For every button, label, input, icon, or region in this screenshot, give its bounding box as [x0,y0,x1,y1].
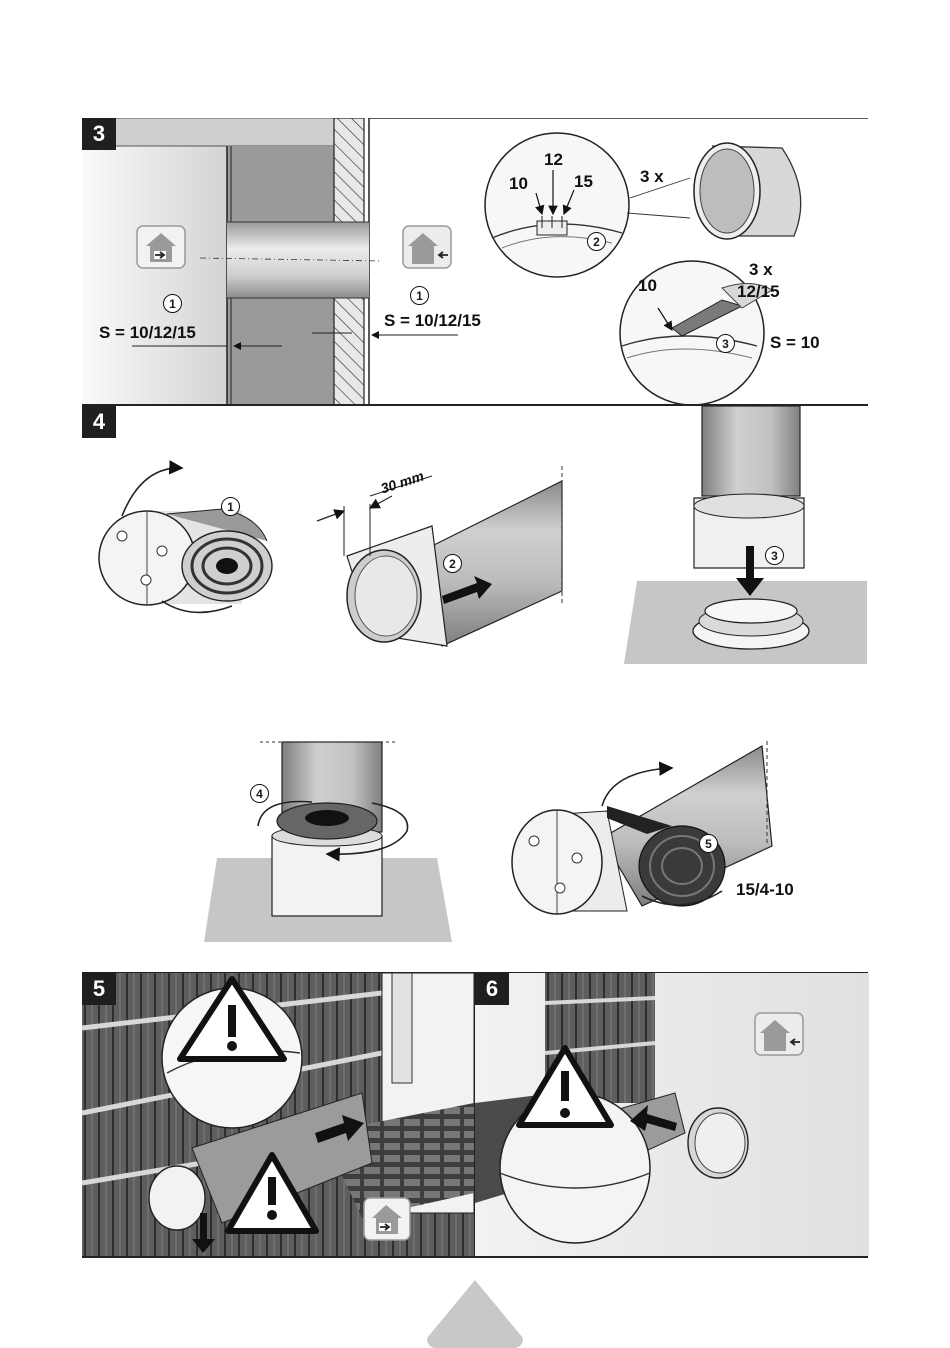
step-4-num-5: 5 [699,834,718,853]
step-5-panel: 5 [82,973,474,1256]
step-4-num-4: 4 [250,784,269,803]
step-3-num-1-left: 1 [163,294,182,313]
step-4-num-1: 1 [221,497,240,516]
step-6-badge: 6 [475,973,509,1005]
ring-times: 3 x [640,167,664,187]
step-4-illustration [82,406,868,946]
page-tab-triangle [425,1278,525,1348]
step-4-num-3: 3 [765,546,784,565]
step-3-s-right: S = 10/12/15 [384,311,481,331]
detail2-15: 15 [574,172,593,192]
detail3-val: 12/15 [737,282,780,302]
detail2-12: 12 [544,150,563,170]
detail3-10: 10 [638,276,657,296]
step-3-s-left: S = 10/12/15 [99,323,196,343]
house-inside-arrow-icon [137,226,185,268]
house-inside-arrow-icon [364,1198,410,1240]
detail2-num: 2 [587,232,606,251]
step-4-badge: 4 [82,406,116,438]
step-5-badge: 5 [82,973,116,1005]
step-4-range: 15/4-10 [736,880,794,900]
step-5-illustration [82,973,474,1256]
step-3-panel: 3 [82,118,868,405]
step-3-num-1-right: 1 [410,286,429,305]
step-4-panel: 4 [82,406,868,946]
step-6-illustration [475,973,869,1256]
detail3-num: 3 [716,334,735,353]
detail2-10: 10 [509,174,528,194]
house-outside-arrow-icon [403,226,451,268]
step-6-panel: 6 [474,973,869,1256]
step-4-num-2: 2 [443,554,462,573]
step-5-6-bottom-rule [82,1256,868,1258]
step-3-badge: 3 [82,118,116,150]
s-10: S = 10 [770,333,820,353]
detail3-times: 3 x [749,260,773,280]
house-outside-arrow-icon [755,1013,803,1055]
